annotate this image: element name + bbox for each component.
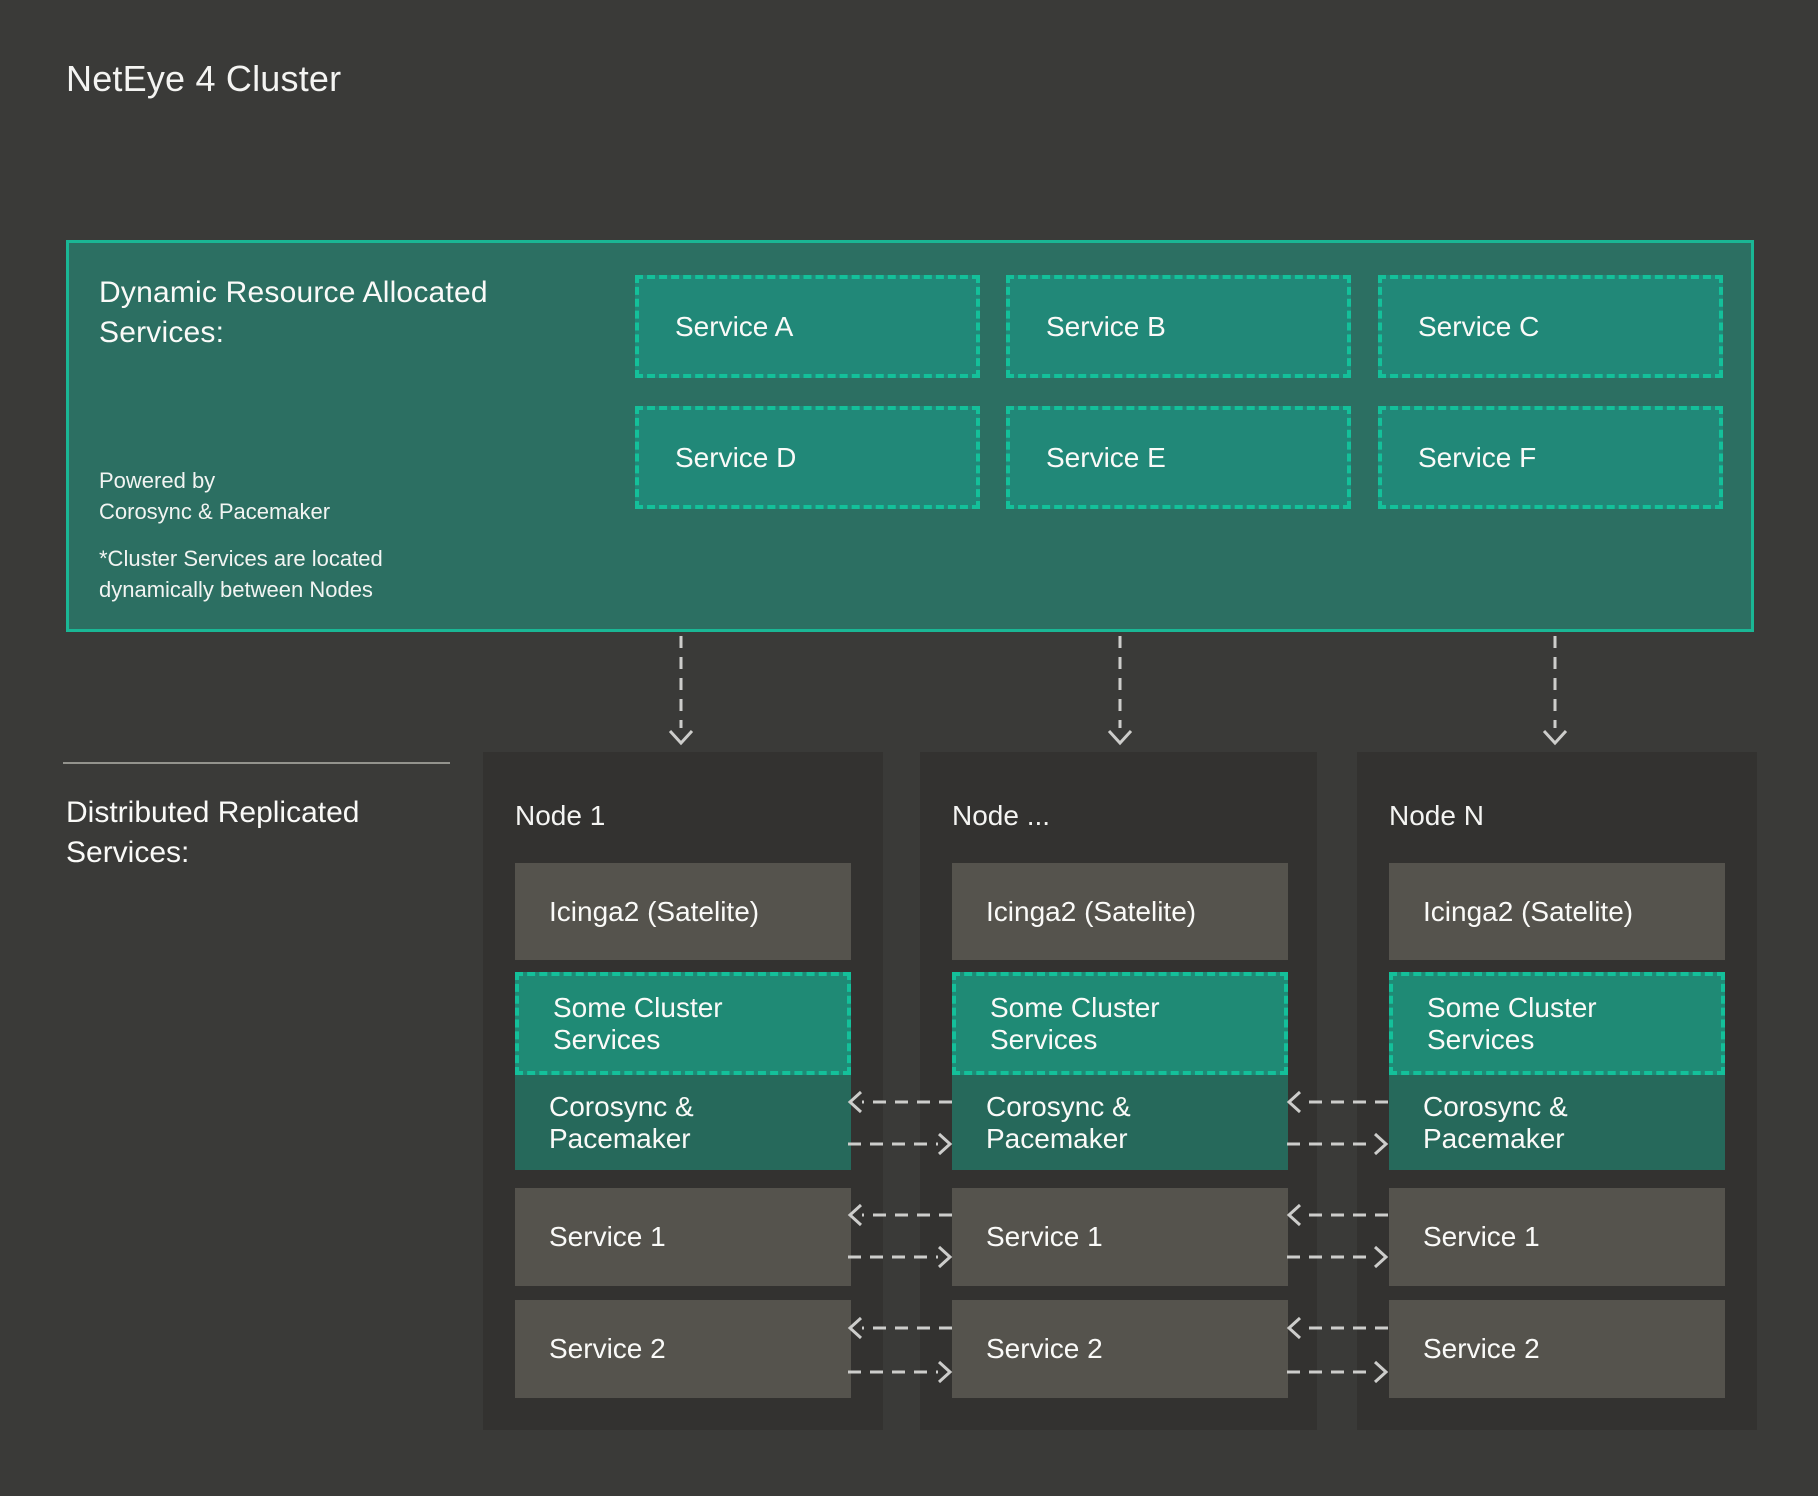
node-1-service-1-label: Service 1: [549, 1221, 666, 1252]
node-1-some-cluster-services-box: Some Cluster Services: [515, 972, 851, 1075]
node-middle-service-2-label: Service 2: [986, 1333, 1103, 1364]
node-middle-corosync-pacemaker-label: Corosync & Pacemaker: [986, 1090, 1131, 1154]
cluster-services-footnote: *Cluster Services are located dynamicall…: [99, 546, 383, 602]
service-box-f-label: Service F: [1418, 441, 1537, 473]
section-divider: [63, 762, 450, 764]
node-middle-icinga2-label: Icinga2 (Satelite): [986, 895, 1197, 927]
allocation-arrow-down-3-head: [1542, 729, 1568, 746]
page-title: NetEye 4 Cluster: [66, 58, 342, 99]
allocation-arrow-down-2-head: [1107, 729, 1133, 746]
replicated-services-heading: Distributed Replicated Services:: [66, 796, 360, 869]
powered-by-note: Powered by Corosync & Pacemaker: [99, 468, 331, 524]
node-column-middle: Node ... Icinga2 (Satelite) Some Cluster…: [920, 752, 1317, 1430]
node-n-service-1-label: Service 1: [1423, 1221, 1540, 1252]
node-middle-service-1-label: Service 1: [986, 1221, 1103, 1252]
node-n-some-cluster-services-label: Some Cluster Services: [1427, 991, 1597, 1055]
service-box-e-label: Service E: [1046, 441, 1166, 473]
service-box-b: Service B: [1006, 275, 1351, 378]
node-1-icinga2-label: Icinga2 (Satelite): [549, 895, 760, 927]
node-middle-label: Node ...: [952, 800, 1051, 831]
node-n-label: Node N: [1389, 800, 1484, 831]
node-n-icinga2-satellite-box: Icinga2 (Satelite): [1389, 863, 1725, 960]
node-middle-icinga2-satellite-box: Icinga2 (Satelite): [952, 863, 1288, 960]
node-middle-service-2-box: Service 2: [952, 1300, 1288, 1398]
node-n-icinga2-label: Icinga2 (Satelite): [1423, 895, 1634, 927]
service-box-b-label: Service B: [1046, 310, 1166, 342]
node-n-corosync-pacemaker-box: Corosync & Pacemaker: [1389, 1075, 1725, 1170]
node-n-service-2-box: Service 2: [1389, 1300, 1725, 1398]
node-middle-corosync-pacemaker-box: Corosync & Pacemaker: [952, 1075, 1288, 1170]
node-n-service-1-box: Service 1: [1389, 1188, 1725, 1286]
service-box-d: Service D: [635, 406, 980, 509]
node-n-service-2-label: Service 2: [1423, 1333, 1540, 1364]
dynamic-services-panel: Dynamic Resource Allocated Services: Pow…: [66, 240, 1754, 632]
service-box-c: Service C: [1378, 275, 1723, 378]
service-box-a: Service A: [635, 275, 980, 378]
dynamic-services-heading: Dynamic Resource Allocated Services:: [99, 276, 488, 349]
node-1-some-cluster-services-label: Some Cluster Services: [553, 991, 723, 1055]
node-n-corosync-pacemaker-label: Corosync & Pacemaker: [1423, 1090, 1568, 1154]
node-1-corosync-pacemaker-label: Corosync & Pacemaker: [549, 1090, 694, 1154]
allocation-arrow-down-1-head: [668, 729, 694, 746]
node-column-1: Node 1 Icinga2 (Satelite) Some Cluster S…: [483, 752, 883, 1430]
node-1-label: Node 1: [515, 800, 606, 831]
service-box-c-label: Service C: [1418, 310, 1540, 342]
service-box-f: Service F: [1378, 406, 1723, 509]
service-box-d-label: Service D: [675, 441, 797, 473]
node-1-corosync-pacemaker-box: Corosync & Pacemaker: [515, 1075, 851, 1170]
node-1-service-2-box: Service 2: [515, 1300, 851, 1398]
node-1-service-2-label: Service 2: [549, 1333, 666, 1364]
node-middle-service-1-box: Service 1: [952, 1188, 1288, 1286]
service-box-e: Service E: [1006, 406, 1351, 509]
node-middle-some-cluster-services-box: Some Cluster Services: [952, 972, 1288, 1075]
node-middle-some-cluster-services-label: Some Cluster Services: [990, 991, 1160, 1055]
node-column-n: Node N Icinga2 (Satelite) Some Cluster S…: [1357, 752, 1757, 1430]
node-1-service-1-box: Service 1: [515, 1188, 851, 1286]
node-1-icinga2-satellite-box: Icinga2 (Satelite): [515, 863, 851, 960]
node-n-some-cluster-services-box: Some Cluster Services: [1389, 972, 1725, 1075]
service-box-a-label: Service A: [675, 310, 794, 342]
